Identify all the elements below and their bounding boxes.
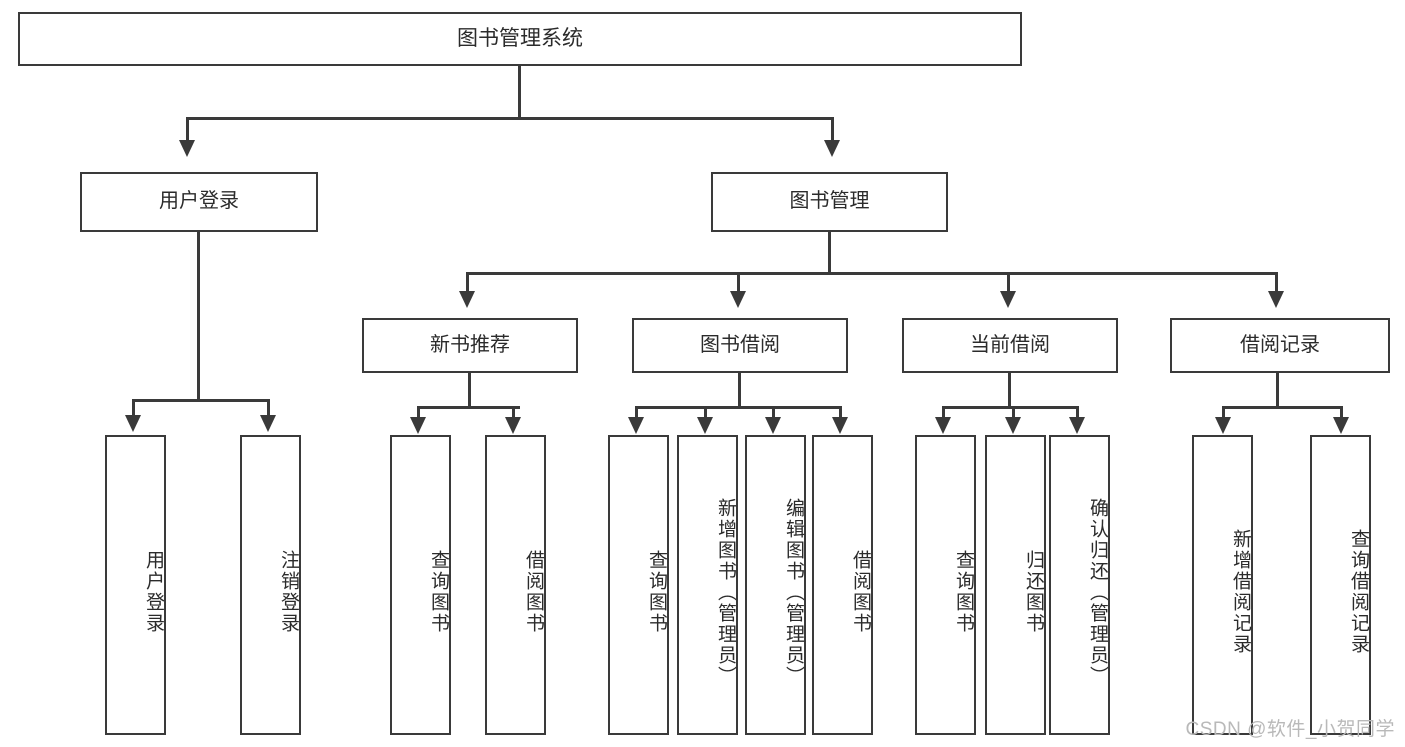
- node-borrow-record[interactable]: 借阅记录: [1170, 318, 1390, 373]
- leaf-borrow-record-add[interactable]: 新增借阅记录: [1192, 435, 1253, 735]
- connector-user-login-drop-2: [267, 399, 270, 416]
- connector-borrow-record-drop-1: [1222, 406, 1225, 418]
- node-label: 图书借阅: [700, 333, 780, 356]
- node-label: 归还图书: [1023, 550, 1044, 634]
- watermark-text: CSDN @软件_小贺同学: [1185, 719, 1395, 740]
- arrowhead-borrow-record-leaf-2: [1333, 417, 1349, 434]
- leaf-borrow-record-query[interactable]: 查询借阅记录: [1310, 435, 1371, 735]
- node-label: 确认归还（管理员）: [1087, 497, 1108, 687]
- connector-borrow-record-bus: [1222, 406, 1342, 409]
- leaf-user-login-login[interactable]: 用户登录: [105, 435, 166, 735]
- leaf-current-borrow-confirm-return[interactable]: 确认归还（管理员）: [1049, 435, 1110, 735]
- node-new-book-recommend[interactable]: 新书推荐: [362, 318, 578, 373]
- leaf-book-borrow-add[interactable]: 新增图书（管理员）: [677, 435, 738, 735]
- arrowhead-to-current-borrow: [1000, 291, 1016, 308]
- connector-book-borrow-bus: [635, 406, 842, 409]
- leaf-book-borrow-query[interactable]: 查询图书: [608, 435, 669, 735]
- connector-borrow-record-stem: [1276, 373, 1279, 408]
- node-label: 查询图书: [428, 550, 449, 634]
- connector-borrow-record-drop-2: [1340, 406, 1343, 418]
- connector-new-book-drop-2: [512, 406, 515, 418]
- arrowhead-new-book-leaf-1: [410, 417, 426, 434]
- leaf-book-borrow-borrow[interactable]: 借阅图书: [812, 435, 873, 735]
- arrowhead-to-book-management: [824, 140, 840, 157]
- connector-root-drop-right: [831, 117, 834, 140]
- connector-level3-drop-1: [466, 272, 469, 292]
- arrowhead-to-borrow-record: [1268, 291, 1284, 308]
- leaf-book-borrow-edit[interactable]: 编辑图书（管理员）: [745, 435, 806, 735]
- connector-new-book-stem: [468, 373, 471, 408]
- connector-level3-bus: [466, 272, 1278, 275]
- arrowhead-to-book-borrow: [730, 291, 746, 308]
- leaf-new-book-borrow[interactable]: 借阅图书: [485, 435, 546, 735]
- connector-book-borrow-drop-4: [839, 406, 842, 418]
- connector-level3-drop-4: [1275, 272, 1278, 292]
- arrowhead-to-new-book-recommend: [459, 291, 475, 308]
- node-current-borrow[interactable]: 当前借阅: [902, 318, 1118, 373]
- node-label: 新增借阅记录: [1230, 529, 1251, 655]
- connector-current-borrow-drop-3: [1076, 406, 1079, 418]
- arrowhead-user-login-leaf-1: [125, 415, 141, 432]
- connector-book-management-stem: [828, 232, 831, 273]
- node-label: 查询图书: [646, 550, 667, 634]
- connector-current-borrow-drop-1: [942, 406, 945, 418]
- leaf-user-login-logout[interactable]: 注销登录: [240, 435, 301, 735]
- connector-level3-drop-2: [737, 272, 740, 292]
- node-label: 新增图书（管理员）: [715, 497, 736, 687]
- arrowhead-book-borrow-leaf-1: [628, 417, 644, 434]
- connector-root-bus: [186, 117, 834, 120]
- node-label: 查询借阅记录: [1348, 529, 1369, 655]
- node-book-management[interactable]: 图书管理: [711, 172, 948, 232]
- node-label: 新书推荐: [430, 333, 510, 356]
- connector-user-login-drop-1: [132, 399, 135, 416]
- connector-current-borrow-stem: [1008, 373, 1011, 408]
- arrowhead-borrow-record-leaf-1: [1215, 417, 1231, 434]
- connector-book-borrow-stem: [738, 373, 741, 408]
- connector-book-borrow-drop-2: [704, 406, 707, 418]
- leaf-current-borrow-query[interactable]: 查询图书: [915, 435, 976, 735]
- arrowhead-current-borrow-leaf-3: [1069, 417, 1085, 434]
- leaf-new-book-query[interactable]: 查询图书: [390, 435, 451, 735]
- node-label: 查询图书: [953, 550, 974, 634]
- node-root-book-management-system[interactable]: 图书管理系统: [18, 12, 1022, 66]
- connector-current-borrow-bus: [942, 406, 1078, 409]
- arrowhead-book-borrow-leaf-4: [832, 417, 848, 434]
- node-label: 图书管理系统: [457, 26, 583, 50]
- node-label: 编辑图书（管理员）: [783, 497, 804, 687]
- node-label: 图书管理: [789, 190, 870, 213]
- connector-root-stem: [518, 66, 521, 118]
- node-label: 借阅图书: [523, 550, 544, 634]
- node-label: 借阅记录: [1240, 333, 1320, 356]
- node-book-borrow[interactable]: 图书借阅: [632, 318, 848, 373]
- arrowhead-to-user-login: [179, 140, 195, 157]
- node-label: 当前借阅: [970, 333, 1050, 356]
- arrowhead-book-borrow-leaf-2: [697, 417, 713, 434]
- arrowhead-book-borrow-leaf-3: [765, 417, 781, 434]
- connector-current-borrow-drop-2: [1012, 406, 1015, 418]
- node-label: 注销登录: [278, 550, 299, 634]
- connector-level3-drop-3: [1007, 272, 1010, 292]
- connector-book-borrow-drop-3: [772, 406, 775, 418]
- connector-user-login-bus: [132, 399, 270, 402]
- node-user-login[interactable]: 用户登录: [80, 172, 318, 232]
- connector-new-book-bus: [417, 406, 520, 409]
- connector-root-drop-left: [186, 117, 189, 140]
- connector-user-login-stem: [197, 232, 200, 400]
- arrowhead-current-borrow-leaf-2: [1005, 417, 1021, 434]
- connector-book-borrow-drop-1: [635, 406, 638, 418]
- arrowhead-user-login-leaf-2: [260, 415, 276, 432]
- node-label: 借阅图书: [850, 550, 871, 634]
- connector-new-book-drop-1: [417, 406, 420, 418]
- node-label: 用户登录: [143, 550, 164, 634]
- leaf-current-borrow-return[interactable]: 归还图书: [985, 435, 1046, 735]
- arrowhead-current-borrow-leaf-1: [935, 417, 951, 434]
- arrowhead-new-book-leaf-2: [505, 417, 521, 434]
- node-label: 用户登录: [159, 190, 239, 213]
